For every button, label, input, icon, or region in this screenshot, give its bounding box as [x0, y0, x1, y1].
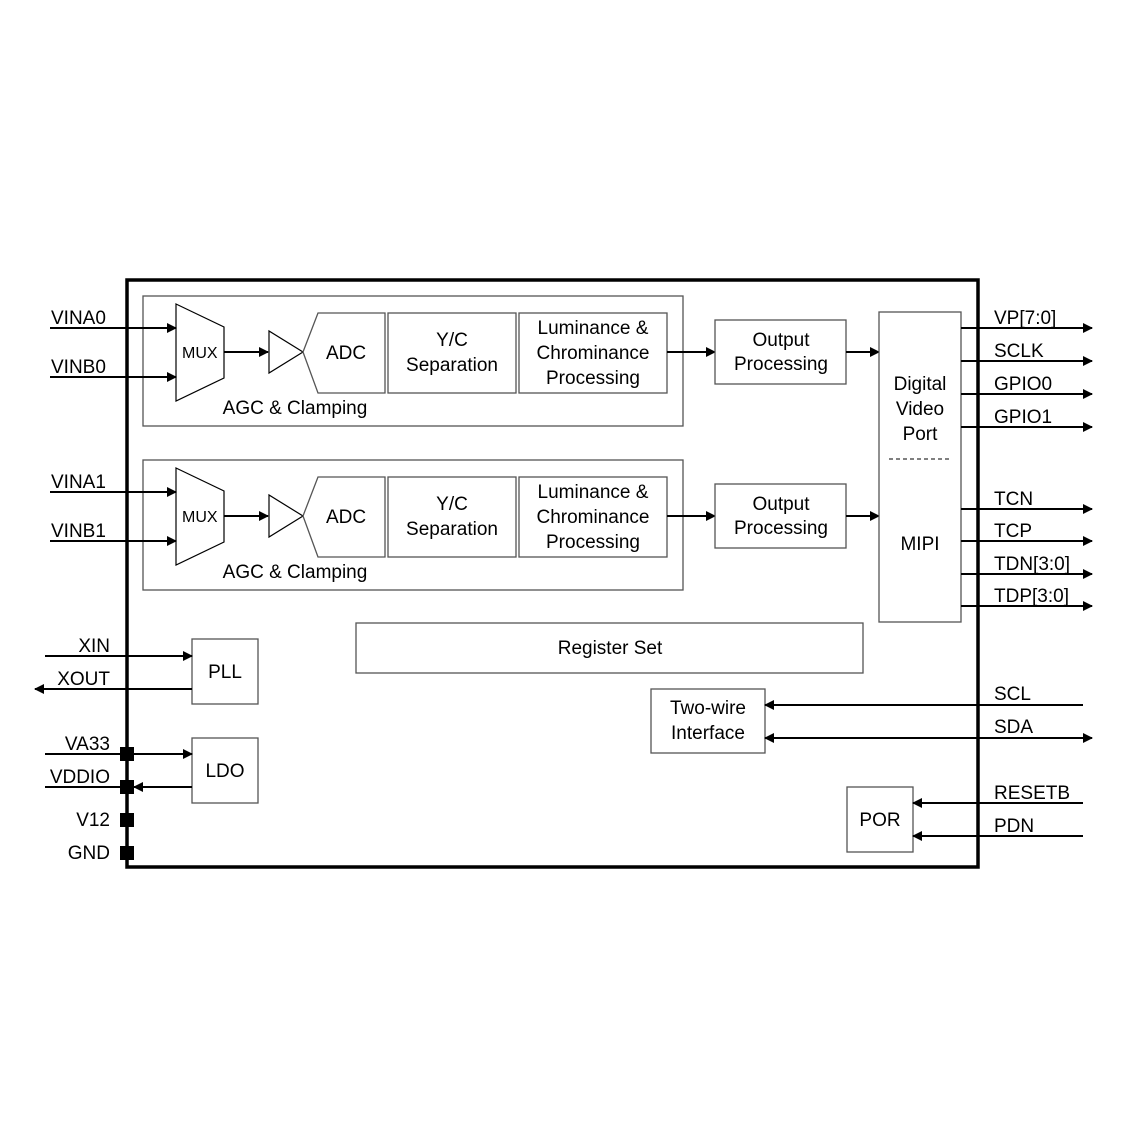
out-0-line2: Processing: [734, 354, 828, 375]
output-processing-0: [714, 319, 847, 385]
pad-gnd-icon: [120, 846, 134, 860]
two-wire-block: Two-wire Interface SCL SDA: [650, 684, 1093, 754]
yc-1-line2: Separation: [406, 519, 498, 540]
out-1-line2: Processing: [734, 518, 828, 539]
pin-va33-label: VA33: [65, 734, 110, 755]
pin-gpio0-label: GPIO0: [994, 374, 1052, 395]
output-processing-1: [714, 483, 847, 549]
ldo-block: LDO VA33 VDDIO: [45, 734, 259, 804]
lum-0-line2: Chrominance: [537, 343, 650, 364]
pad-vddio-icon: [120, 780, 134, 794]
pin-vp-label: VP[7:0]: [994, 308, 1056, 329]
pin-vina0-label: VINA0: [51, 308, 106, 329]
pin-tdn-label: TDN[3:0]: [994, 554, 1070, 575]
lum-chrom-processing-1: [518, 476, 668, 558]
pin-sclk-label: SCLK: [994, 341, 1044, 362]
two-wire-line1: Two-wire: [670, 698, 746, 719]
yc-1-line1: Y/C: [436, 494, 468, 515]
mux-0: [175, 303, 225, 402]
two-wire-box: [650, 688, 766, 754]
pad-va33-icon: [120, 747, 134, 761]
pin-vinb1-label: VINB1: [51, 521, 106, 542]
pin-pdn-label: PDN: [994, 816, 1034, 837]
amplifier-1-icon: [268, 493, 305, 539]
adc-1-label: ADC: [326, 507, 366, 528]
pin-gnd-label: GND: [68, 843, 110, 864]
pin-vinb0-label: VINB0: [51, 357, 106, 378]
yc-0-line2: Separation: [406, 355, 498, 376]
lum-chrom-processing-0: [518, 312, 668, 394]
adc-0-label: ADC: [326, 343, 366, 364]
por-block: POR RESETB PDN: [846, 783, 1083, 853]
lum-1-line3: Processing: [546, 532, 640, 553]
dvp-mipi-block: Digital Video Port MIPI: [878, 311, 962, 623]
pin-tdp-label: TDP[3:0]: [994, 586, 1069, 607]
lum-1-line1: Luminance &: [538, 482, 649, 503]
pin-sda-label: SDA: [994, 717, 1033, 738]
mipi-label: MIPI: [900, 534, 939, 555]
two-wire-line2: Interface: [671, 723, 745, 744]
yc-separation-0: [387, 312, 517, 394]
pll-label: PLL: [208, 662, 242, 683]
pin-scl-label: SCL: [994, 684, 1031, 705]
lum-0-line1: Luminance &: [538, 318, 649, 339]
ldo-box: [191, 737, 259, 804]
lum-0-line3: Processing: [546, 368, 640, 389]
pin-vddio-label: VDDIO: [50, 767, 110, 788]
pad-v12-icon: [120, 813, 134, 827]
por-label: POR: [859, 810, 900, 831]
register-set-box: [355, 622, 864, 674]
pll-block: PLL XIN XOUT: [34, 636, 259, 705]
mux-1-label: MUX: [182, 509, 218, 526]
yc-0-line1: Y/C: [436, 330, 468, 351]
pin-gpio1-label: GPIO1: [994, 407, 1052, 428]
lum-1-line2: Chrominance: [537, 507, 650, 528]
agc-0-label: AGC & Clamping: [223, 398, 368, 419]
dvp-line2: Video: [896, 399, 944, 420]
pin-xout-label: XOUT: [57, 669, 110, 690]
mipi-outputs: TCN TCP TDN[3:0] TDP[3:0]: [961, 489, 1093, 611]
adc-0: [302, 312, 386, 394]
ldo-label: LDO: [205, 761, 244, 782]
pin-vina1-label: VINA1: [51, 472, 106, 493]
pin-resetb-label: RESETB: [994, 783, 1070, 804]
channel-0: VINA0 VINB0 MUX ADC AGC & Clamping Y/C S…: [50, 295, 880, 427]
pin-tcp-label: TCP: [994, 521, 1032, 542]
register-set-label: Register Set: [558, 638, 663, 659]
chip-boundary: [125, 278, 980, 869]
amplifier-0-icon: [268, 329, 305, 375]
mux-0-label: MUX: [182, 345, 218, 362]
pin-v12-label: V12: [76, 810, 110, 831]
dvp-outputs: VP[7:0] SCLK GPIO0 GPIO1: [961, 308, 1093, 432]
dvp-mipi-box: [878, 311, 962, 623]
dvp-line1: Digital: [894, 374, 947, 395]
dvp-line3: Port: [903, 424, 939, 445]
agc-1-label: AGC & Clamping: [223, 562, 368, 583]
pll-box: [191, 638, 259, 705]
adc-1: [302, 476, 386, 558]
pin-xin-label: XIN: [78, 636, 110, 657]
power-pins: V12 GND: [68, 810, 110, 864]
pin-tcn-label: TCN: [994, 489, 1033, 510]
out-1-line1: Output: [752, 494, 810, 515]
por-box: [846, 786, 914, 853]
yc-separation-1: [387, 476, 517, 558]
mux-1: [175, 467, 225, 566]
channel-1: VINA1 VINB1 MUX ADC AGC & Clamping Y/C S…: [50, 459, 880, 591]
out-0-line1: Output: [752, 330, 810, 351]
